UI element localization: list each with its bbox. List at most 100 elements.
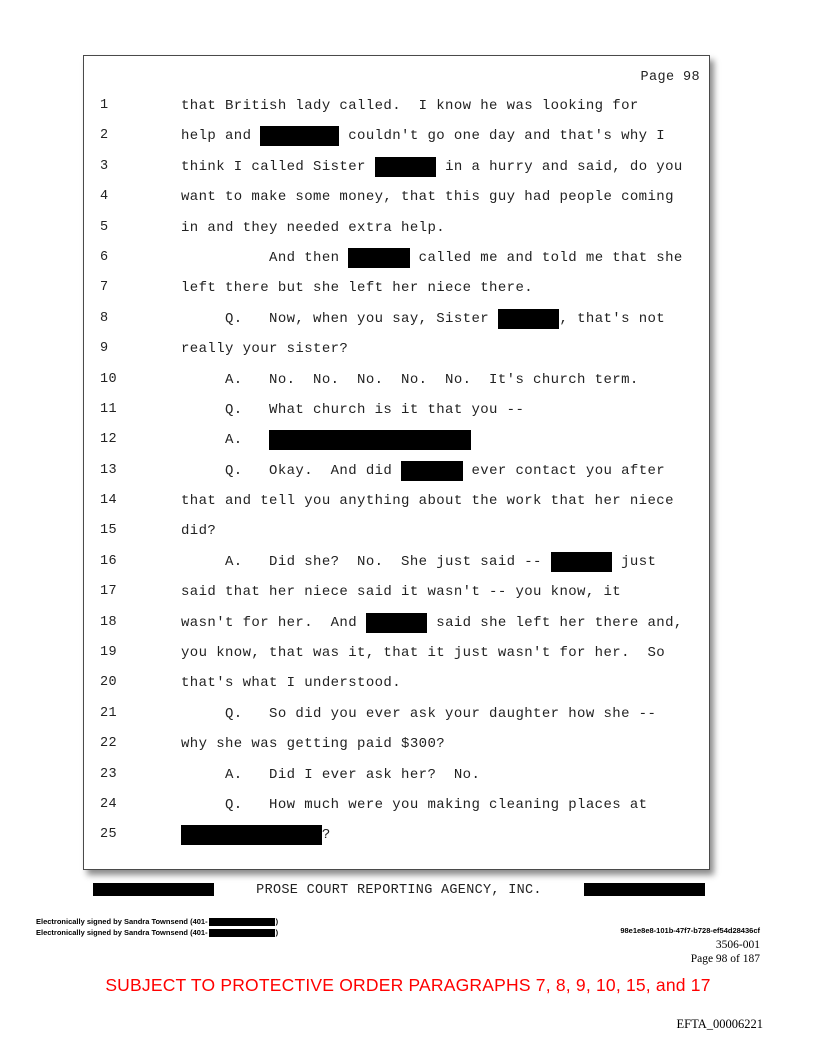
signature-redaction-box	[208, 918, 275, 927]
line-number: 25	[100, 827, 118, 843]
line-text: why she was getting paid $300?	[181, 736, 446, 753]
signature-close-paren: )	[275, 917, 279, 926]
line-text: A. Did I ever ask her? No.	[181, 766, 481, 783]
signature-block: Electronically signed by Sandra Townsend…	[36, 916, 278, 938]
page-number-header: Page 98	[640, 70, 700, 85]
redaction-box	[260, 126, 340, 147]
line-text: think I called Sister in a hurry and sai…	[181, 156, 683, 177]
line-text: Q. So did you ever ask your daughter how…	[181, 705, 657, 722]
line-number: 11	[100, 401, 118, 417]
line-text: really your sister?	[181, 341, 349, 358]
transcript-line: 23 A. Did I ever ask her? No.	[84, 767, 709, 797]
line-text: A.	[181, 430, 472, 451]
line-text: And then called me and told me that she	[181, 247, 683, 268]
transcript-line: 2 help and couldn't go one day and that's…	[84, 126, 709, 158]
transcript-line: 5 in and they needed extra help.	[84, 220, 709, 250]
transcript-page: Page 98 1 that British lady called. I kno…	[83, 55, 710, 870]
line-text: Q. Now, when you say, Sister , that's no…	[181, 308, 666, 329]
transcript-line: 11 Q. What church is it that you --	[84, 402, 709, 432]
line-number: 8	[100, 310, 109, 326]
redaction-box	[365, 612, 428, 633]
transcript-line: 15 did?	[84, 523, 709, 553]
line-number: 16	[100, 553, 118, 569]
line-number: 6	[100, 249, 109, 265]
line-text: said that her niece said it wasn't -- yo…	[181, 584, 622, 601]
line-text: Q. How much were you making cleaning pla…	[181, 796, 648, 813]
transcript-line: 21 Q. So did you ever ask your daughter …	[84, 706, 709, 736]
redaction-box	[550, 551, 613, 572]
transcript-line: 18 wasn't for her. And said she left her …	[84, 612, 709, 645]
line-text: that's what I understood.	[181, 675, 402, 692]
line-number: 20	[100, 675, 118, 691]
transcript-line: 22 why she was getting paid $300?	[84, 736, 709, 766]
transcript-lines: 1 that British lady called. I know he was…	[84, 98, 709, 858]
line-text: Q. Okay. And did ever contact you after	[181, 460, 666, 481]
transcript-line: 17 said that her niece said it wasn't -- …	[84, 584, 709, 614]
bates-number: EFTA_00006221	[676, 1017, 764, 1031]
agency-name: PROSE COURT REPORTING AGENCY, INC.	[256, 883, 542, 898]
line-text: A. Did she? No. She just said -- just	[181, 551, 657, 572]
line-number: 9	[100, 341, 109, 357]
line-text: left there but she left her niece there.	[181, 280, 534, 297]
document-hash: 98e1e8e8-101b-47f7-b728-ef54d28436cf	[620, 926, 760, 935]
line-text: that British lady called. I know he was …	[181, 98, 639, 114]
line-number: 23	[100, 766, 118, 782]
transcript-line: 16 A. Did she? No. She just said -- just	[84, 551, 709, 584]
line-number: 18	[100, 614, 118, 630]
transcript-line: 1 that British lady called. I know he was…	[84, 98, 709, 128]
footer-redaction-right	[584, 883, 705, 896]
line-text: A. No. No. No. No. No. It's church term.	[181, 371, 639, 388]
transcript-line: 20 that's what I understood.	[84, 675, 709, 705]
line-text: want to make some money, that this guy h…	[181, 189, 674, 206]
redaction-box	[269, 430, 472, 451]
line-text: did?	[181, 523, 217, 540]
transcript-line: 14 that and tell you anything about the w…	[84, 493, 709, 523]
redaction-box	[348, 247, 410, 268]
transcript-line: 8 Q. Now, when you say, Sister , that's …	[84, 308, 709, 341]
line-number: 4	[100, 189, 109, 205]
signature-line: Electronically signed by Sandra Townsend…	[36, 916, 278, 927]
line-text: wasn't for her. And said she left her th…	[181, 612, 683, 633]
signature-redaction-box	[208, 929, 275, 938]
line-text: you know, that was it, that it just wasn…	[181, 645, 666, 662]
line-number: 1	[100, 98, 109, 113]
line-number: 3	[100, 158, 109, 174]
page-count: Page 98 of 187	[690, 953, 760, 965]
transcript-line: 13 Q. Okay. And did ever contact you aft…	[84, 460, 709, 493]
protective-order-notice: SUBJECT TO PROTECTIVE ORDER PARAGRAPHS 7…	[105, 975, 711, 995]
line-number: 7	[100, 280, 109, 296]
transcript-line: 3 think I called Sister in a hurry and sa…	[84, 156, 709, 189]
line-number: 21	[100, 705, 118, 721]
transcript-line: 6 And then called me and told me that sh…	[84, 247, 709, 280]
transcript-line: 7 left there but she left her niece there…	[84, 280, 709, 310]
line-number: 22	[100, 736, 118, 752]
transcript-line: 12 A.	[84, 430, 709, 462]
redaction-box	[374, 156, 437, 177]
transcript-line: 24 Q. How much were you making cleaning …	[84, 797, 709, 827]
line-text: ?	[181, 825, 331, 846]
line-text: that and tell you anything about the wor…	[181, 493, 674, 510]
line-number: 14	[100, 493, 118, 509]
line-number: 2	[100, 128, 109, 144]
redaction-box	[401, 460, 463, 481]
line-text: help and couldn't go one day and that's …	[181, 126, 666, 147]
transcript-line: 25 ?	[84, 825, 709, 857]
signature-text: Electronically signed by Sandra Townsend…	[36, 928, 208, 937]
line-number: 17	[100, 584, 118, 600]
redaction-box	[181, 825, 322, 846]
signature-text: Electronically signed by Sandra Townsend…	[36, 917, 208, 926]
line-number: 15	[100, 523, 118, 539]
transcript-line: 4 want to make some money, that this guy …	[84, 189, 709, 219]
line-number: 12	[100, 432, 118, 448]
line-text: in and they needed extra help.	[181, 219, 446, 236]
line-number: 5	[100, 219, 109, 235]
line-number: 10	[100, 371, 118, 387]
redaction-box	[497, 308, 560, 329]
case-number: 3506-001	[715, 939, 760, 951]
signature-line: Electronically signed by Sandra Townsend…	[36, 927, 278, 938]
line-text: Q. What church is it that you --	[181, 401, 525, 418]
transcript-line: 9 really your sister?	[84, 341, 709, 371]
transcript-line: 10 A. No. No. No. No. No. It's church te…	[84, 372, 709, 402]
line-number: 24	[100, 796, 118, 812]
